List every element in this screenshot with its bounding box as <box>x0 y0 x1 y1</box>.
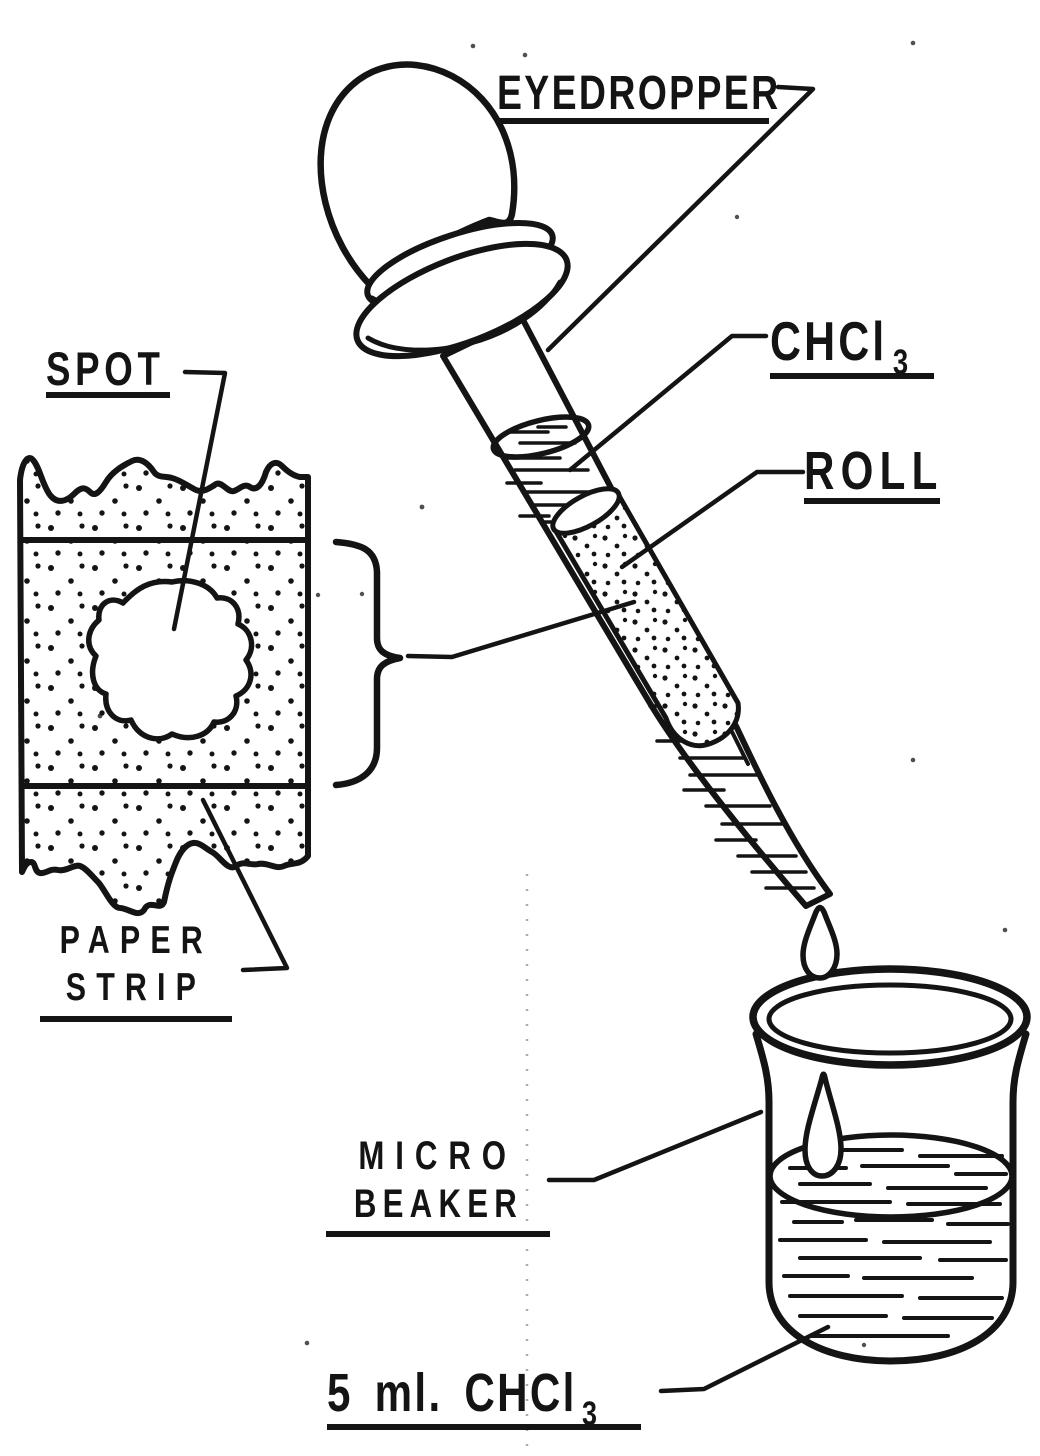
label-paper-line1: PAPER <box>36 921 236 960</box>
paper-strip-leader-line <box>200 797 290 973</box>
dropper-bulb <box>317 61 518 290</box>
beaker-body <box>752 1030 1030 1365</box>
chcl3-formula: CHCl <box>770 310 888 372</box>
paper-roll <box>551 491 741 748</box>
beaker-liquid-hatching <box>778 1148 1010 1338</box>
chcl3-subscript: 3 <box>892 343 910 383</box>
liquid-meniscus <box>490 414 592 460</box>
label-paper-strip: PAPER STRIP <box>36 921 236 1022</box>
label-eyedropper: EYEDROPPER <box>497 70 778 124</box>
collar-ring-lower-edge <box>365 279 563 353</box>
micro-beaker-drawing <box>749 965 1031 1365</box>
micro-word: MICRO <box>358 1134 518 1178</box>
paper-roll-end <box>550 486 622 536</box>
strip-word: STRIP <box>65 966 207 1009</box>
paper-strip-drawing <box>17 455 311 917</box>
label-spot-text: SPOT <box>46 342 165 395</box>
label-spot: SPOT <box>46 345 170 398</box>
dropper-tip-drop <box>800 904 840 981</box>
scan-artifacts <box>97 40 1008 1452</box>
beaker-word-underline: BEAKER <box>325 1182 551 1237</box>
leader-lines <box>171 84 831 1394</box>
volume-leader-line <box>658 1324 831 1394</box>
volume-amount: 5 ml. CHCl <box>327 1363 577 1423</box>
label-roll-text: ROLL <box>804 441 944 501</box>
strip-word-underline: STRIP <box>40 968 232 1022</box>
label-eyedropper-text: EYEDROPPER <box>497 67 781 120</box>
label-micro-beaker: MICRO BEAKER <box>322 1136 554 1237</box>
label-micro-line1: MICRO <box>322 1136 554 1176</box>
volume-subscript: 3 <box>582 1394 599 1433</box>
beaker-liquid-surface <box>767 1132 1015 1220</box>
spot-leader-line <box>171 369 228 632</box>
brace <box>332 538 404 789</box>
brace-leader-line <box>405 599 637 660</box>
falling-drop <box>802 1071 844 1179</box>
label-paper-line2: STRIP <box>36 968 236 1022</box>
spot-shape <box>86 577 255 742</box>
micro-beaker-leader-line <box>546 1109 764 1183</box>
chcl3-leader-line <box>567 333 769 473</box>
label-roll: ROLL <box>804 444 940 504</box>
eyedropper-drawing <box>317 61 840 981</box>
paper-word: PAPER <box>59 919 213 962</box>
beaker-rim-inner <box>766 982 1014 1056</box>
eyedropper-leader-line <box>545 84 816 353</box>
roll-leader-line <box>619 469 806 570</box>
beaker-word: BEAKER <box>353 1182 523 1226</box>
label-beaker-line2: BEAKER <box>322 1184 554 1237</box>
